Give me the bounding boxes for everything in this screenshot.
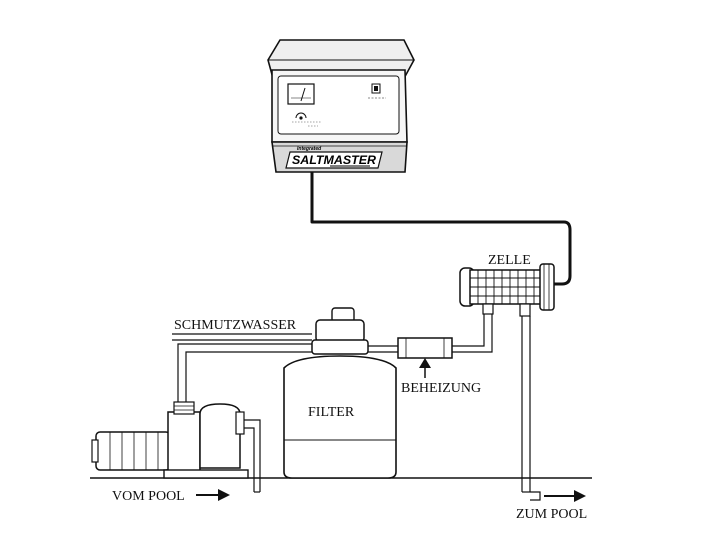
saltmaster-logo: Integrated SALTMASTER [285,146,383,169]
label-zum-pool: ZUM POOL [516,507,587,522]
sand-filter [283,307,397,479]
pool-pump [91,401,249,479]
inflow-arrow-icon [196,489,230,501]
label-zelle: ZELLE [488,253,531,268]
heater-arrow-icon [419,358,431,378]
label-vom-pool: VOM POOL [112,489,185,504]
power-switch-icon [368,83,386,99]
label-filter: FILTER [308,405,355,420]
power-cable [310,172,572,286]
brand-prefix: Integrated [297,146,322,152]
meter-gauge-icon [287,83,315,105]
label-beheizung: BEHEIZUNG [401,381,481,396]
adjust-knob-icon [292,112,322,127]
label-schmutzwasser: SCHMUTZWASSER [174,318,297,333]
brand-name: SALTMASTER [292,155,377,167]
electrolysis-cell [459,263,555,317]
saltmaster-control-unit: Integrated SALTMASTER [267,39,415,173]
outflow-arrow-icon [544,490,586,502]
